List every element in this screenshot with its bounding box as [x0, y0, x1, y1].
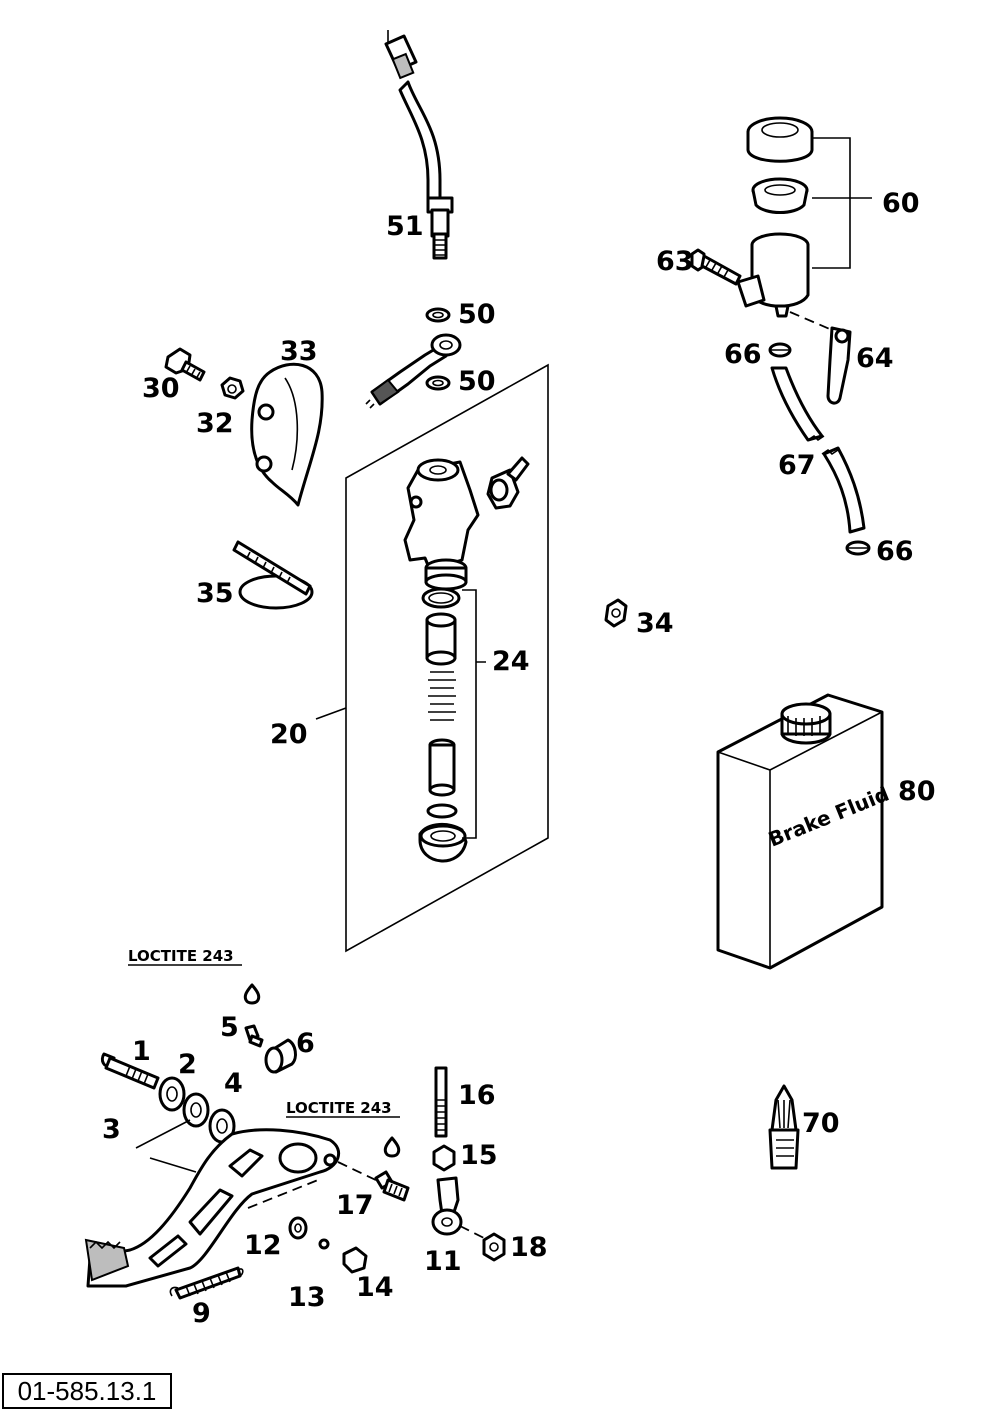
clevis-eye-11 — [431, 1176, 463, 1236]
callout-51: 51 — [386, 211, 424, 242]
master-cylinder-body — [403, 458, 480, 591]
callout-15: 15 — [460, 1140, 498, 1171]
callout-14: 14 — [356, 1272, 394, 1303]
loctite-drop-1 — [243, 983, 261, 1005]
callout-1: 1 — [132, 1036, 151, 1067]
reservoir-diaphragm — [751, 177, 809, 214]
nut-14 — [342, 1246, 368, 1274]
callout-13: 13 — [288, 1282, 326, 1313]
washer-2 — [158, 1076, 186, 1112]
return-spring-9 — [169, 1266, 244, 1300]
bearing-4a — [182, 1092, 210, 1128]
diagram-code-label: 01-585.13.1 — [2, 1373, 172, 1409]
callout-24: 24 — [492, 646, 530, 677]
cable-tie — [232, 540, 314, 610]
pedal-dash-2 — [337, 1161, 381, 1183]
master-cylinder-cover — [250, 362, 324, 507]
reservoir-cap — [746, 116, 814, 163]
callout-80: 80 — [898, 776, 936, 807]
nut-15 — [432, 1144, 456, 1172]
threadlocker-bottle — [768, 1084, 800, 1170]
callout-60: 60 — [882, 188, 920, 219]
callout-32: 32 — [196, 408, 234, 439]
brake-light-switch — [384, 30, 454, 260]
callout-17: 17 — [336, 1190, 374, 1221]
callout-35: 35 — [196, 578, 234, 609]
callout-34: 34 — [636, 608, 674, 639]
brake-pedal — [84, 1128, 341, 1288]
brake-fluid-can: Brake Fluid — [716, 693, 892, 970]
stud-16 — [434, 1066, 448, 1138]
callout-9: 9 — [192, 1298, 211, 1329]
washer-12 — [288, 1216, 308, 1240]
callout-12: 12 — [244, 1230, 282, 1261]
reservoir-hose-67 — [770, 366, 866, 534]
bolt-30 — [164, 347, 206, 382]
nut-34 — [604, 598, 628, 628]
bolt-63 — [690, 248, 742, 286]
callout-5: 5 — [220, 1012, 239, 1043]
loctite-drop-2 — [383, 1136, 401, 1158]
callout-64: 64 — [856, 343, 894, 374]
callout-16: 16 — [458, 1080, 496, 1111]
reservoir-group-bracket — [812, 137, 872, 269]
callout-30: 30 — [142, 373, 180, 404]
callout-66a: 66 — [724, 339, 762, 370]
master-cylinder-group-frame — [345, 363, 549, 953]
pedal-dash — [247, 1179, 319, 1209]
reservoir-bracket-64 — [826, 326, 852, 405]
callout-6: 6 — [296, 1028, 315, 1059]
banjo-hose-fitting — [365, 307, 462, 409]
callout-33: 33 — [280, 336, 318, 367]
pivot-bolt-1 — [100, 1052, 160, 1090]
hose-clamp-66b — [845, 540, 871, 556]
loctite-label-2: LOCTITE 243 — [286, 1099, 392, 1117]
loctite-label-1: LOCTITE 243 — [128, 947, 234, 965]
callout-70: 70 — [802, 1108, 840, 1139]
spacer-6 — [264, 1038, 297, 1074]
callout-50a: 50 — [458, 299, 496, 330]
callout-20: 20 — [270, 719, 308, 750]
callout-67: 67 — [778, 450, 816, 481]
callout-63: 63 — [656, 246, 694, 277]
nut-32 — [220, 376, 245, 400]
callout-66b: 66 — [876, 536, 914, 567]
elbow-fitting — [486, 456, 530, 510]
repair-kit-bracket — [462, 589, 486, 839]
callout-50b: 50 — [458, 366, 496, 397]
reservoir-connector-dash — [789, 311, 833, 331]
pedal-leader — [135, 1119, 197, 1173]
callout-3: 3 — [102, 1114, 121, 1145]
callout-2: 2 — [178, 1049, 197, 1080]
callout-4: 4 — [224, 1068, 243, 1099]
callout-18: 18 — [510, 1232, 548, 1263]
clevis-dash — [459, 1225, 489, 1241]
pin-13 — [318, 1238, 330, 1250]
hose-clamp-66 — [768, 342, 792, 358]
threaded-pin-17 — [374, 1170, 410, 1202]
callout-11: 11 — [424, 1246, 462, 1277]
nut-18 — [482, 1232, 506, 1262]
screw-5 — [244, 1024, 264, 1048]
repair-kit-parts — [418, 587, 468, 863]
brake-fluid-reservoir — [736, 232, 810, 318]
